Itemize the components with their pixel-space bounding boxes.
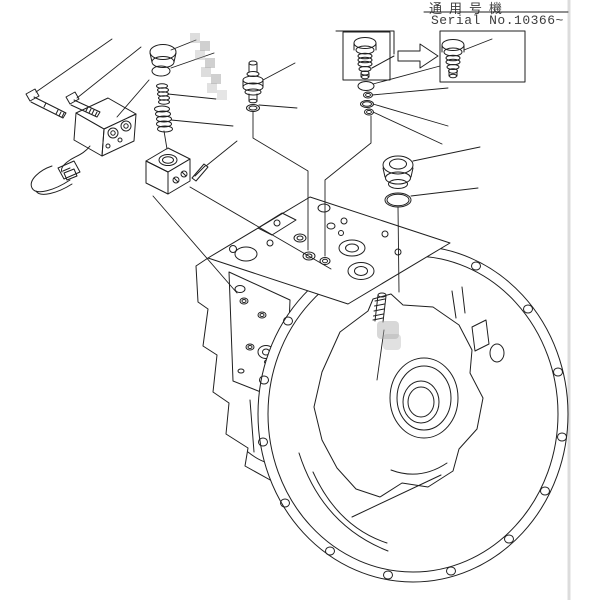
replacement-plug bbox=[441, 39, 465, 79]
solenoid-valve bbox=[73, 97, 137, 157]
applicability-label: 通用号機 bbox=[429, 2, 510, 17]
callout-bracket bbox=[335, 30, 395, 69]
relief-fitting bbox=[242, 60, 264, 104]
leader-lines bbox=[35, 38, 493, 381]
watermark-patch-diagonal bbox=[190, 33, 227, 100]
cap-o-ring bbox=[151, 65, 171, 77]
serial-callout-box bbox=[439, 30, 526, 83]
spring-large bbox=[154, 105, 173, 133]
dome-o-ring bbox=[384, 192, 412, 208]
mounting-bolt-1 bbox=[25, 88, 67, 119]
pilot-valve-block bbox=[145, 147, 191, 195]
washer-ring-3 bbox=[360, 100, 374, 108]
wire-harness bbox=[30, 145, 91, 195]
top-valve-plate bbox=[207, 196, 451, 305]
locating-pin bbox=[191, 163, 209, 182]
boxed-plug-assembly bbox=[342, 31, 391, 81]
mounting-flange bbox=[257, 245, 569, 583]
block-arrow-icon bbox=[397, 43, 439, 69]
relief-o-ring bbox=[246, 104, 260, 112]
mounting-bolt-2 bbox=[65, 91, 101, 118]
watermark-patch-screw bbox=[377, 321, 401, 350]
washer-ring-1 bbox=[357, 81, 375, 91]
washer-ring-2 bbox=[363, 91, 373, 99]
serial-number-label: Serial No.10366~ bbox=[431, 13, 564, 28]
washer-ring-4 bbox=[364, 108, 374, 116]
stud-screw bbox=[372, 292, 387, 323]
dome-plug bbox=[382, 155, 414, 189]
cap-plug bbox=[149, 44, 177, 68]
